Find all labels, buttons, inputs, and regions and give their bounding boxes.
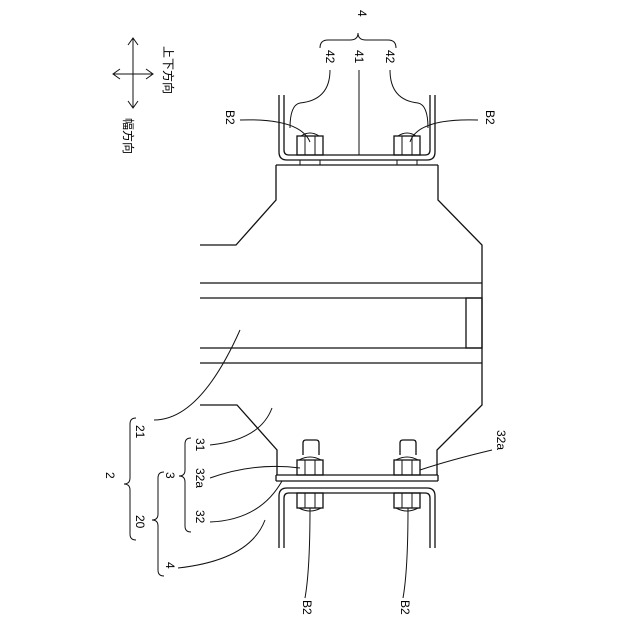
ref-42-right: 42 [383, 50, 397, 64]
top-brace [320, 33, 396, 48]
ref-21: 21 [133, 425, 147, 439]
ref-b2-bottom-right: B2 [398, 600, 412, 615]
ref-2: 2 [103, 472, 117, 479]
bottom-bracket [276, 475, 438, 481]
ref-32: 32 [193, 510, 207, 524]
ref-31: 31 [193, 438, 207, 452]
ref-20: 20 [133, 515, 147, 529]
direction-arrows-icon [113, 38, 153, 108]
brace-3 [179, 438, 191, 532]
ref-b2-top-left: B2 [223, 110, 237, 125]
bottom-bolt-right [394, 440, 420, 511]
bottom-bolt-left [297, 440, 323, 511]
ref-3: 3 [163, 472, 177, 479]
vertical-direction-label: 上下方向 [161, 46, 176, 94]
ref-42-left: 42 [323, 50, 337, 64]
width-direction-label: 幅方向 [121, 118, 136, 154]
ref-4-bottom: 4 [163, 562, 177, 569]
brace-20 [152, 472, 164, 576]
ref-32a-right: 32a [494, 430, 508, 450]
ref-b2-bottom-left: B2 [300, 600, 314, 615]
tube-body [200, 165, 482, 475]
ref-41: 41 [352, 50, 366, 64]
ref-b2-top-right: B2 [483, 110, 497, 125]
ref-32a-left: 32a [193, 468, 207, 488]
ref-4-top: 4 [355, 10, 369, 17]
